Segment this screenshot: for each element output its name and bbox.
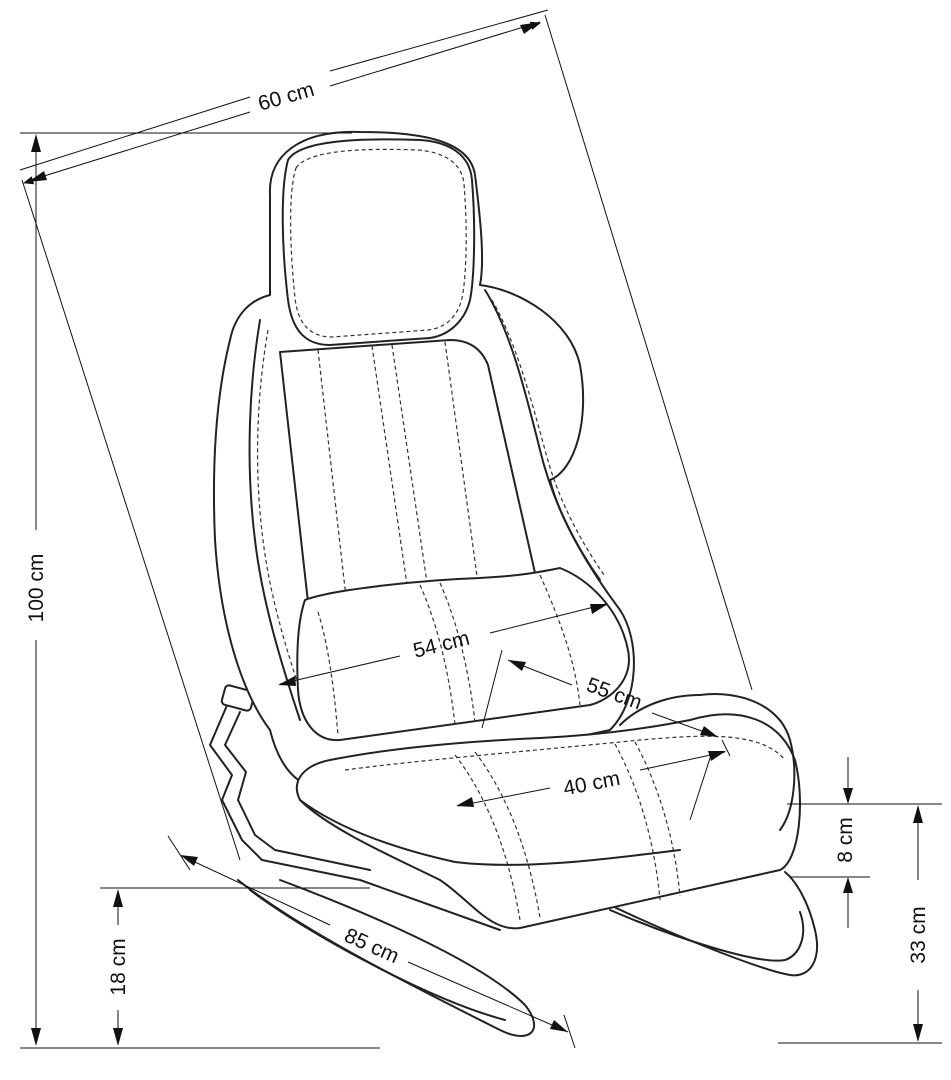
lumbar-pillow: [296, 567, 630, 742]
dimension-base-height: 18 cm: [100, 887, 370, 1046]
dim-label-8: 8 cm: [834, 817, 857, 863]
dimension-height-total: 100 cm: [20, 134, 380, 1049]
dimension-seat-height: 33 cm: [778, 803, 942, 1044]
dimension-cushion-thickness: 8 cm: [787, 757, 870, 928]
side-frame: [209, 702, 501, 931]
headrest: [281, 138, 476, 346]
dim-label-60: 60 cm: [256, 78, 317, 116]
seat-cushion: [295, 713, 801, 930]
dim-label-85: 85 cm: [341, 924, 403, 968]
rocker-runner-front: [599, 871, 818, 977]
dim-label-100: 100 cm: [25, 554, 48, 623]
chair-illustration: [209, 130, 818, 1037]
backrest-center-panel: [279, 339, 541, 621]
dim-label-33: 33 cm: [907, 906, 930, 963]
dim-label-18: 18 cm: [107, 938, 130, 995]
